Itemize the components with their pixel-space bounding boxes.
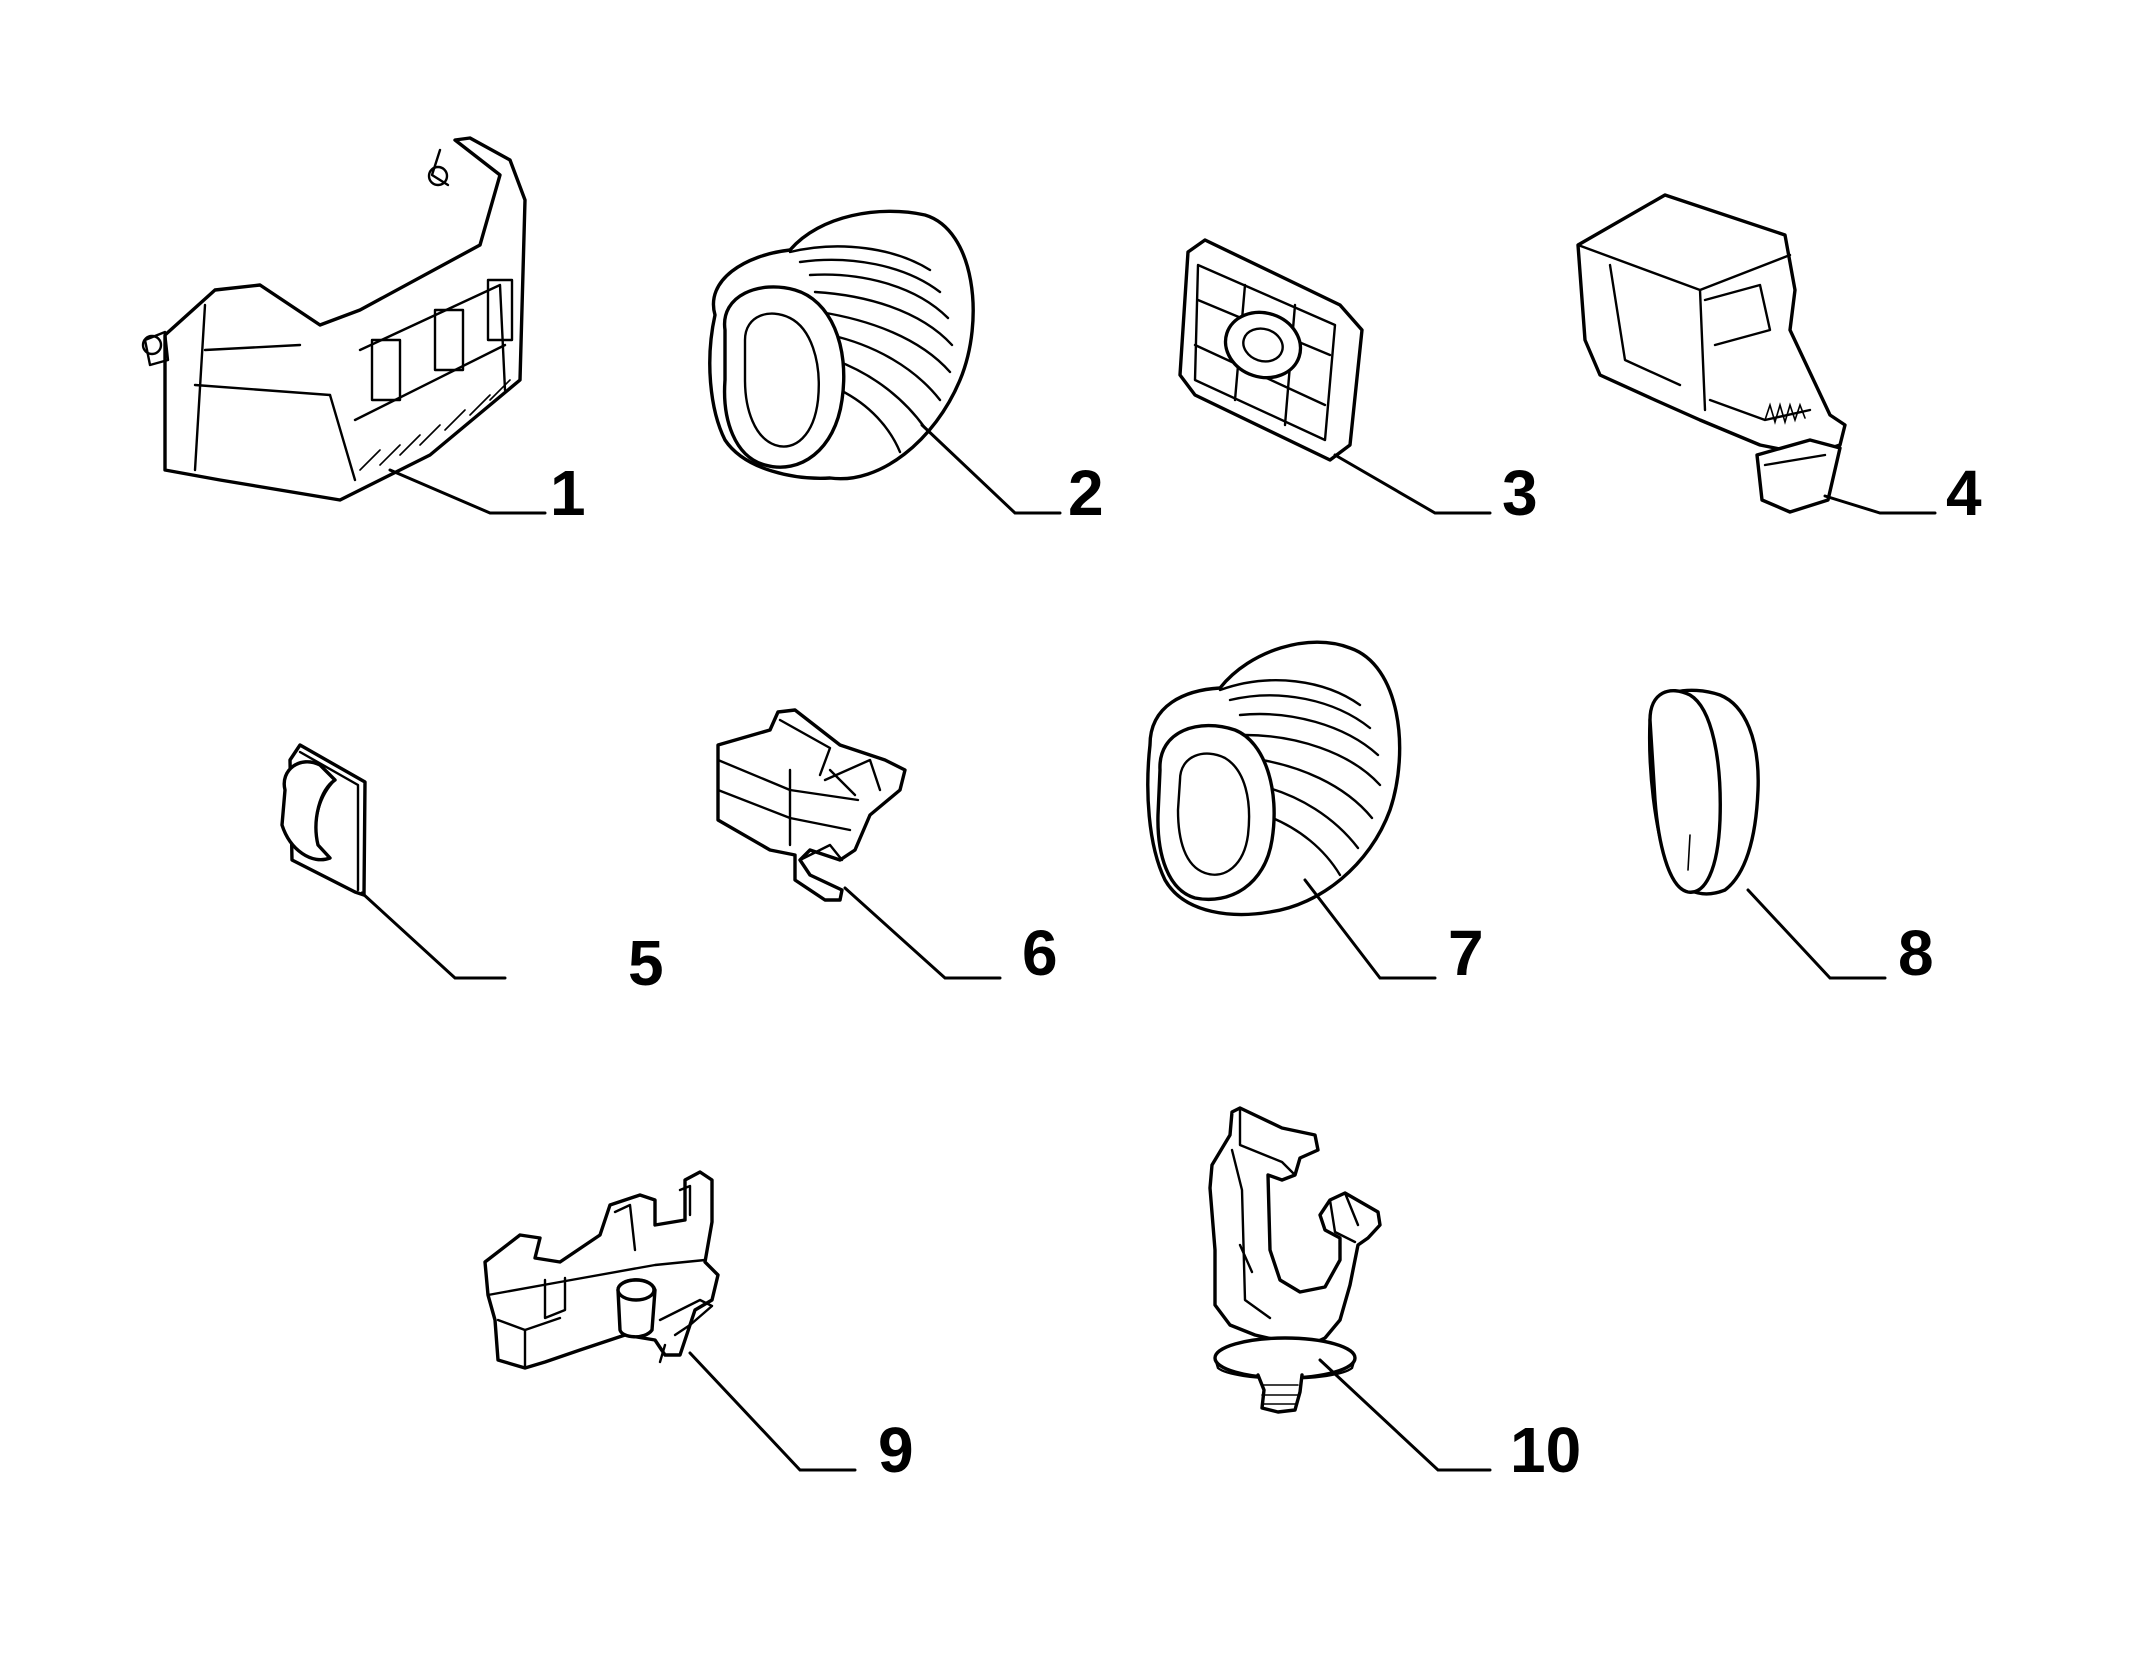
part-3-square-grommet-plate-icon [1178, 238, 1364, 462]
part-2-bellows-grommet-icon [708, 209, 975, 481]
leader-line-3 [1333, 453, 1492, 515]
part-4-cable-clip-box-icon [1576, 193, 1847, 514]
part-7-bellows-grommet-icon [1146, 640, 1402, 917]
callout-7: 7 [1448, 917, 1484, 989]
part-1-cable-tray-bracket-icon [141, 136, 527, 502]
part-6-harness-retainer-icon [716, 708, 907, 902]
callout-1: 1 [550, 457, 586, 529]
leader-line-10 [1318, 1358, 1492, 1472]
leader-line-9 [688, 1351, 857, 1472]
leader-line-1 [388, 468, 547, 515]
callout-8: 8 [1898, 917, 1934, 989]
part-5-adhesive-clip-icon [280, 743, 367, 897]
part-9-connector-bracket-icon [483, 1170, 720, 1370]
part-10-harness-clamp-icon [1208, 1106, 1382, 1414]
callout-5: 5 [628, 927, 664, 999]
leader-line-5 [360, 891, 507, 980]
leader-line-7 [1303, 878, 1437, 980]
callout-10: 10 [1510, 1414, 1581, 1486]
leader-line-8 [1746, 888, 1887, 980]
part-8-oval-plug-icon [1647, 688, 1760, 896]
callout-3: 3 [1502, 457, 1538, 529]
callout-2: 2 [1068, 457, 1104, 529]
leader-line-2 [920, 423, 1062, 515]
callout-4: 4 [1946, 457, 1982, 529]
callout-6: 6 [1022, 917, 1058, 989]
callout-9: 9 [878, 1414, 914, 1486]
leader-line-6 [843, 886, 1002, 980]
leader-line-4 [1823, 494, 1937, 515]
